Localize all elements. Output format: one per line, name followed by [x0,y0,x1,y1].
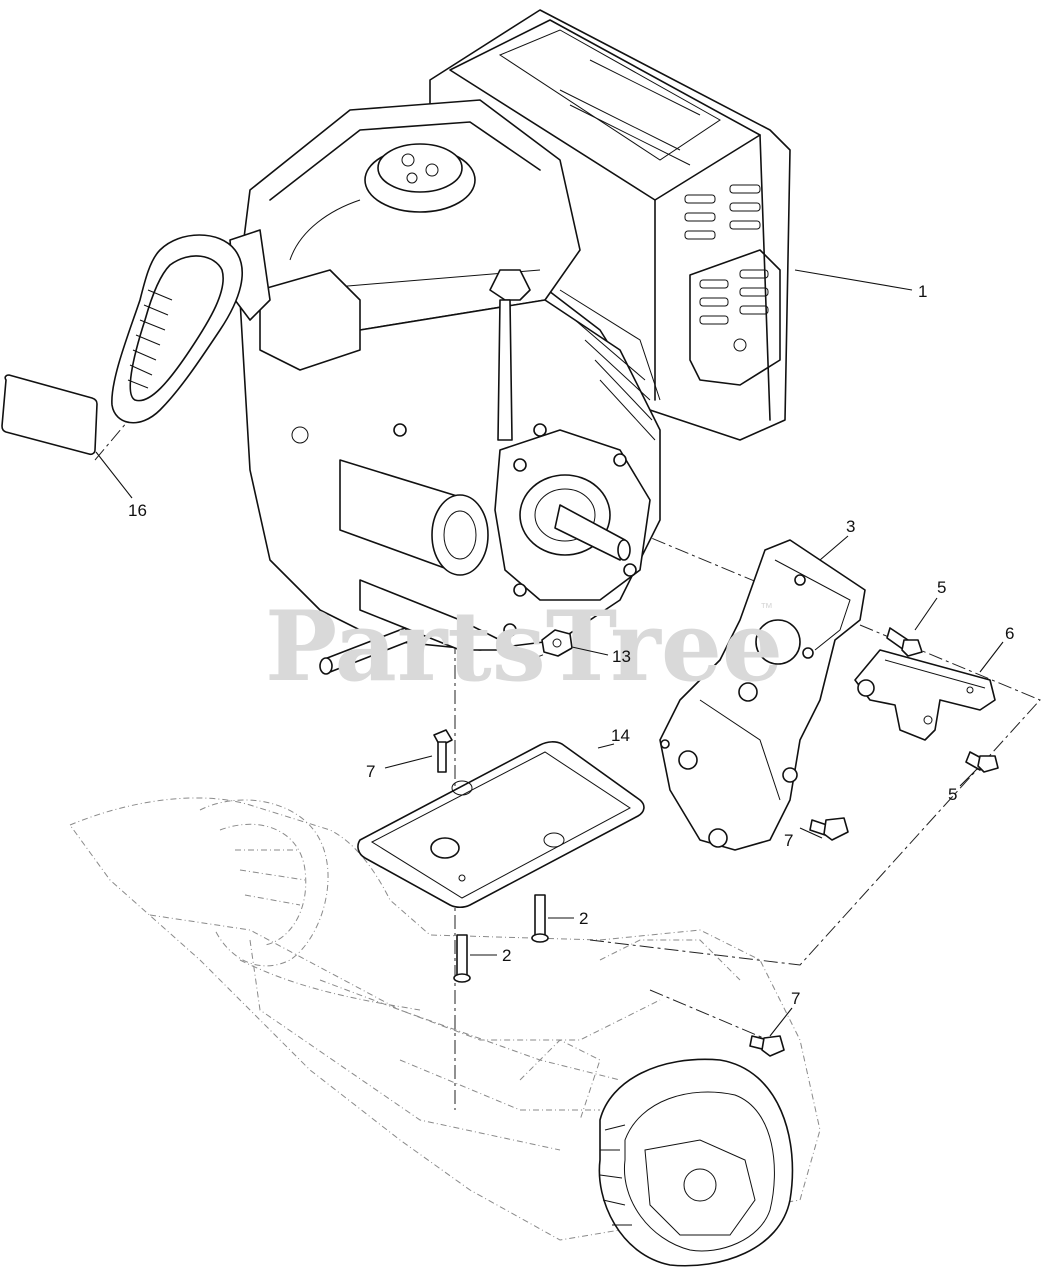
callout-decal: 16 [95,451,147,520]
nut [541,629,573,657]
rear-wheel-right [598,1058,794,1267]
callout-label-bolt-7-bracket: 7 [784,831,793,850]
callout-nut-13: 13 [571,646,631,666]
pin-2-left-part [453,934,471,983]
mount-plate [357,741,645,909]
engine-pin [319,627,413,675]
bolt-7-plate-part [433,729,453,773]
callout-label-pin-2-left: 2 [502,946,511,965]
callout-label-bolt-7-plate: 7 [366,762,375,781]
watermark-text: PartsTree [265,590,783,703]
callout-plate-6: 6 [979,624,1014,673]
bolt-7-frame-part [749,1035,785,1057]
partstree-watermark: PartsTree ™ [265,590,783,703]
callout-label-decal: 16 [128,501,147,520]
bolt-5-top-part [886,627,923,657]
callout-bolt-7-bracket: 7 [784,827,823,850]
decal [1,374,98,456]
callout-label-bolt-7-frame: 7 [791,989,800,1008]
pin-2-right-part [531,894,549,943]
callout-bolt-5-top: 5 [914,578,946,631]
muffler-guard [111,234,243,424]
callout-label-bolt-5-bottom: 5 [948,785,957,804]
callout-label-nut-13: 13 [612,647,631,666]
adapter-plate [854,649,996,741]
callout-pin-2-left: 2 [470,946,511,965]
callout-pin-2-right: 2 [548,909,588,928]
engine [229,9,791,651]
callout-engine: 1 [794,269,927,301]
bolt-5-bottom-part [965,751,999,773]
callout-label-mount-plate: 14 [611,726,630,745]
callout-bracket: 3 [819,517,855,561]
chassis-frame-outline [69,797,821,1241]
callout-bolt-5-bottom: 5 [948,767,979,804]
callout-label-engine: 1 [918,282,927,301]
watermark-trademark: ™ [760,600,773,615]
callout-label-bolt-5-top: 5 [937,578,946,597]
bolt-7-bracket-part [809,817,849,841]
callout-mount-plate: 14 [597,726,630,749]
callout-label-plate-6: 6 [1005,624,1014,643]
callout-bolt-7-frame: 7 [769,989,800,1037]
engine-bracket [659,539,866,851]
rear-wheel-left [199,799,329,967]
callout-bolt-7-plate: 7 [366,755,433,781]
callout-label-bracket: 3 [846,517,855,536]
callout-label-pin-2-right: 2 [579,909,588,928]
